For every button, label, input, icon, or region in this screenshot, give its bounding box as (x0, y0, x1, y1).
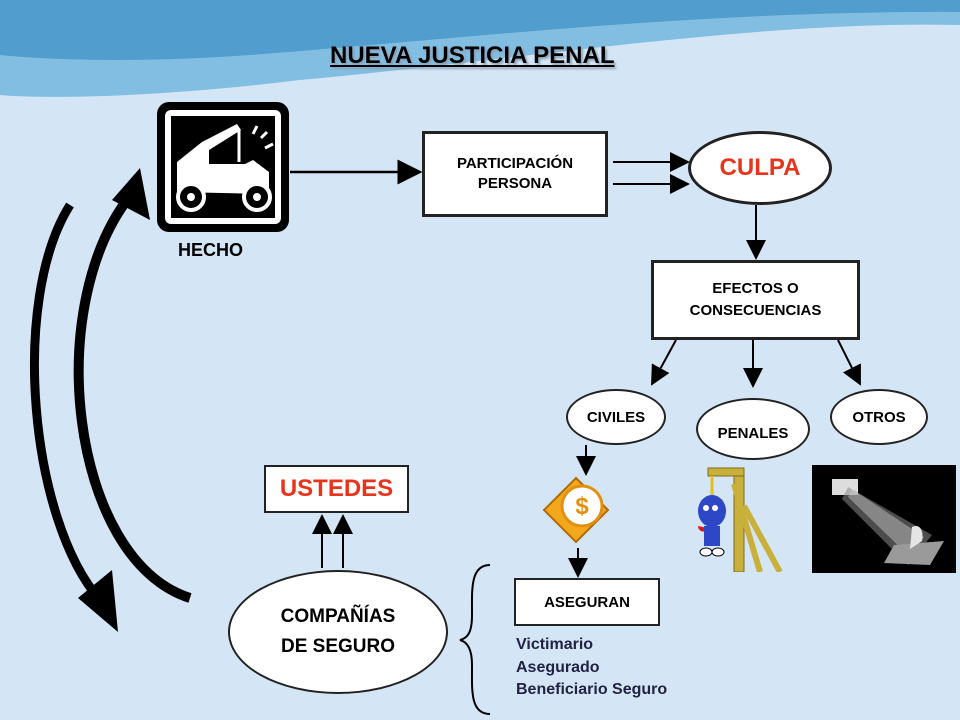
penales-ellipse: PENALES (696, 398, 810, 460)
participacion-label: PARTICIPACIÓN PERSONA (456, 154, 574, 192)
companias-ellipse: COMPAÑÍAS DE SEGURO (228, 570, 448, 694)
efectos-label: EFECTOS O CONSECUENCIAS (689, 279, 822, 320)
culpa-label: CULPA (719, 154, 801, 181)
culpa-ellipse: CULPA (688, 131, 832, 205)
role-item: Asegurado (516, 658, 600, 676)
hecho-label: HECHO (178, 240, 244, 260)
roles-list: Victimario Asegurado Beneficiario Seguro (516, 634, 667, 702)
efectos-box: EFECTOS O CONSECUENCIAS (651, 260, 860, 340)
otros-ellipse: OTROS (830, 389, 928, 445)
role-item: Beneficiario Seguro (516, 681, 668, 699)
ustedes-label: USTEDES (279, 475, 394, 502)
participacion-box: PARTICIPACIÓN PERSONA (422, 131, 608, 217)
penales-label: PENALES (717, 424, 789, 442)
spotlight-prisoner-icon (812, 465, 956, 573)
tow-truck-icon (157, 102, 289, 232)
aseguran-label: ASEGURAN (544, 593, 630, 611)
role-item: Victimario (516, 636, 594, 653)
civiles-ellipse: CIVILES (566, 389, 666, 445)
companias-label: COMPAÑÍAS DE SEGURO (280, 605, 396, 657)
otros-label: OTROS (852, 408, 906, 426)
page-title: NUEVA JUSTICIA PENAL (330, 42, 615, 69)
ustedes-box: USTEDES (264, 465, 409, 513)
svg-text:$: $ (575, 493, 589, 520)
civiles-label: CIVILES (586, 408, 646, 426)
aseguran-box: ASEGURAN (514, 578, 660, 626)
hangman-icon (690, 466, 790, 574)
dollar-coin-icon: $ (542, 476, 610, 544)
